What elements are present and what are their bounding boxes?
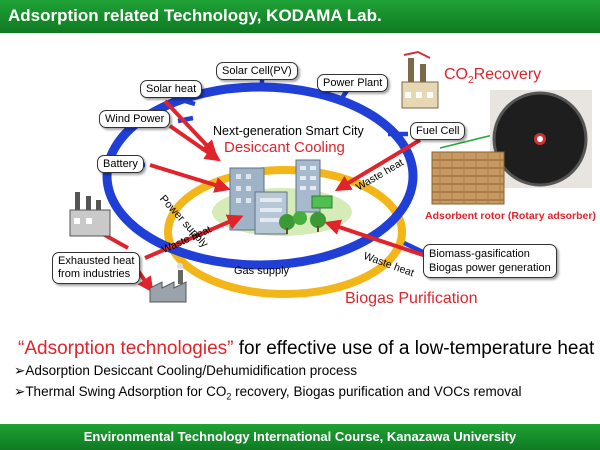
wind-power-label: Wind Power xyxy=(99,110,170,128)
bullet-marker: ➢ xyxy=(14,384,25,399)
bullet-2-suffix: recovery, Biogas purification and VOCs r… xyxy=(231,384,521,399)
co2-recovery-label: CO2Recovery xyxy=(444,66,541,86)
honeycomb-image xyxy=(432,152,504,204)
co2-recovery-suffix: Recovery xyxy=(474,66,542,83)
gas-supply-label: Gas supply xyxy=(234,265,289,277)
exhausted-heat-label: Exhausted heat from industries xyxy=(52,252,140,284)
factory-icon xyxy=(150,263,186,302)
solar-heat-label: Solar heat xyxy=(140,80,202,98)
footer-bar: Environmental Technology International C… xyxy=(0,424,600,450)
bullet-1-text: Adsorption Desiccant Cooling/Dehumidific… xyxy=(25,363,357,378)
main-heading: “Adsorption technologies” for effective … xyxy=(18,338,594,360)
battery-label: Battery xyxy=(97,155,144,173)
solar-cell-label: Solar Cell(PV) xyxy=(216,62,298,80)
rotor-caption: Adsorbent rotor (Rotary adsorber) xyxy=(425,210,596,222)
exhausted-heat-line2: from industries xyxy=(58,268,134,281)
biogas-purification-label: Biogas Purification xyxy=(345,290,478,308)
heading-quoted: “Adsorption technologies” xyxy=(18,338,233,359)
bullet-1: ➢Adsorption Desiccant Cooling/Dehumidifi… xyxy=(14,363,357,379)
exhausted-heat-line1: Exhausted heat xyxy=(58,255,134,268)
bullet-2-prefix: Thermal Swing Adsorption for CO xyxy=(25,384,226,399)
fuel-cell-label: Fuel Cell xyxy=(410,122,465,140)
smart-city-title: Next-generation Smart City xyxy=(213,124,364,138)
adsorbent-rotor-image xyxy=(490,90,592,188)
biomass-label: Biomass-gasification Biogas power genera… xyxy=(423,244,557,278)
biomass-line2: Biogas power generation xyxy=(429,261,551,275)
co2-recovery-prefix: CO xyxy=(444,66,468,83)
desiccant-cooling-title: Desiccant Cooling xyxy=(224,139,345,156)
footer-text: Environmental Technology International C… xyxy=(0,429,600,444)
power-plant-icon xyxy=(402,52,438,108)
bullet-marker: ➢ xyxy=(14,363,25,378)
power-plant-label: Power Plant xyxy=(317,74,388,92)
bullet-2: ➢Thermal Swing Adsorption for CO2 recove… xyxy=(14,384,522,402)
biomass-line1: Biomass-gasification xyxy=(429,247,551,261)
heading-rest: for effective use of a low-temperature h… xyxy=(233,338,594,359)
industry-icon xyxy=(70,192,110,236)
